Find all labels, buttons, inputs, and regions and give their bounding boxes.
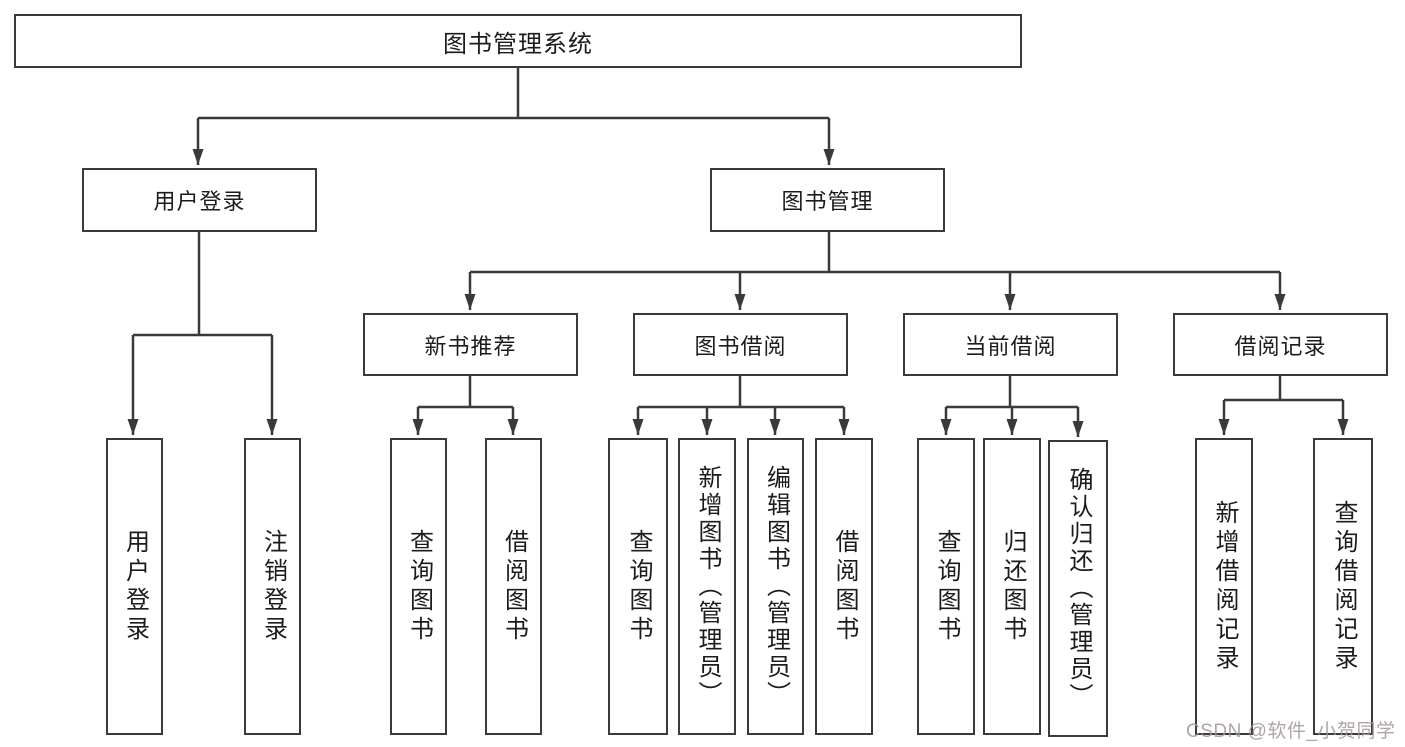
node-leaf-cb-return-books: 归还图书 bbox=[983, 438, 1041, 735]
node-leaf-bb-add-books-admin: 新增图书（管理员） bbox=[678, 438, 736, 735]
node-user-login: 用户登录 bbox=[82, 168, 317, 232]
node-leaf-br-query-record: 查询借阅记录 bbox=[1313, 438, 1373, 735]
node-book-management: 图书管理 bbox=[710, 168, 945, 232]
node-leaf-bb-edit-books-admin: 编辑图书（管理员） bbox=[747, 438, 804, 735]
node-leaf-logout: 注销登录 bbox=[244, 438, 301, 735]
node-current-borrowing: 当前借阅 bbox=[903, 313, 1118, 376]
node-leaf-cb-query-books: 查询图书 bbox=[917, 438, 975, 735]
node-leaf-bb-query-books: 查询图书 bbox=[608, 438, 668, 735]
csdn-watermark: CSDN @软件_小贺同学 bbox=[1186, 721, 1396, 742]
node-leaf-nb-borrow-books: 借阅图书 bbox=[485, 438, 542, 735]
node-book-borrowing: 图书借阅 bbox=[633, 313, 848, 376]
node-leaf-user-login: 用户登录 bbox=[106, 438, 163, 735]
node-borrowing-records: 借阅记录 bbox=[1173, 313, 1388, 376]
node-root-system: 图书管理系统 bbox=[14, 14, 1022, 68]
node-leaf-cb-confirm-return-admin: 确认归还（管理员） bbox=[1048, 440, 1108, 737]
node-leaf-bb-borrow-books: 借阅图书 bbox=[815, 438, 873, 735]
node-leaf-nb-query-books: 查询图书 bbox=[390, 438, 447, 735]
node-new-book-recommend: 新书推荐 bbox=[363, 313, 578, 376]
node-leaf-br-add-record: 新增借阅记录 bbox=[1195, 438, 1253, 735]
